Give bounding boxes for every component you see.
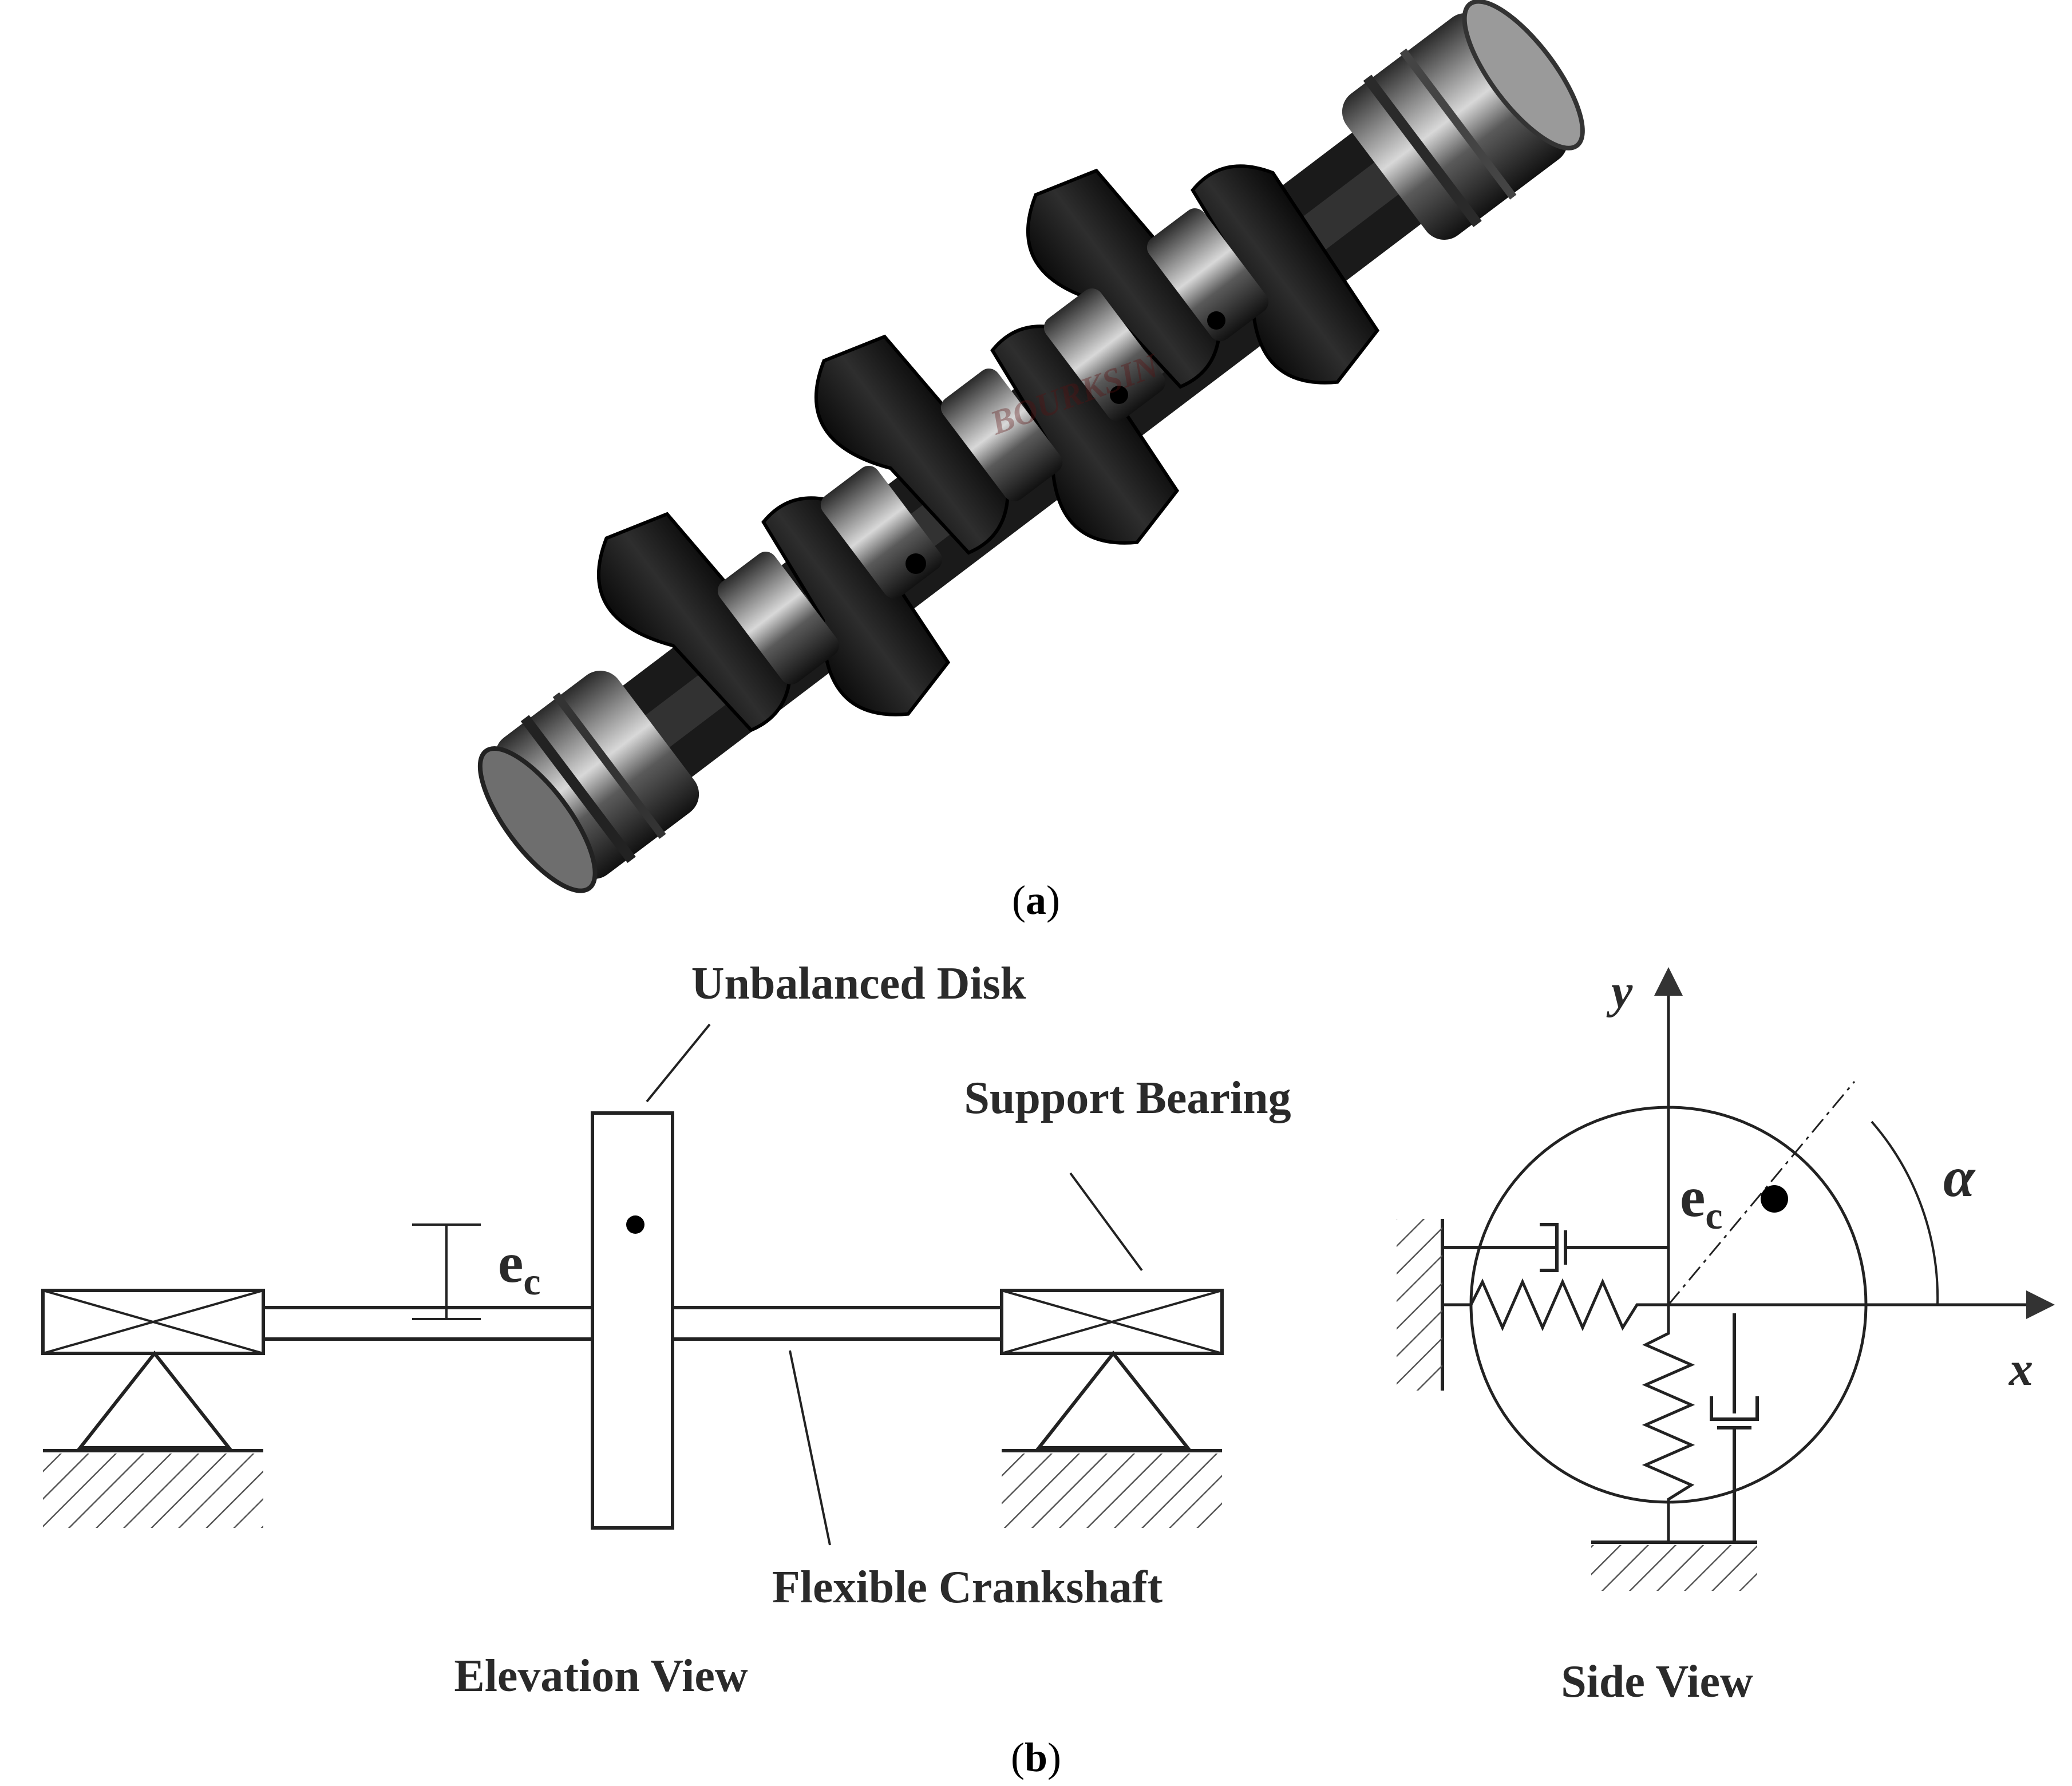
horizontal-spring xyxy=(1442,1278,1668,1332)
x-axis-label: x xyxy=(2008,1343,2033,1396)
crankshaft-left-end xyxy=(477,671,699,893)
horizontal-damper xyxy=(1442,1223,1668,1272)
unbalanced-disk xyxy=(591,1111,674,1530)
y-axis-label: y xyxy=(1606,965,1633,1018)
crank-journals xyxy=(717,208,1269,684)
vertical-damper xyxy=(1710,1313,1759,1542)
right-support-bearing xyxy=(1000,1289,1224,1528)
vertical-spring xyxy=(1642,1305,1695,1542)
side-view xyxy=(1397,967,2055,1591)
bearing-leader-line xyxy=(1069,1172,1143,1272)
shaft-label: Flexible Crankshaft xyxy=(772,1562,1163,1613)
crank-webs xyxy=(597,164,1380,732)
eccentricity-dimension xyxy=(412,1223,481,1320)
bearing-label: Support Bearing xyxy=(964,1073,1291,1123)
eccentric-radius-line xyxy=(1667,1081,1856,1305)
left-support-bearing xyxy=(41,1289,265,1528)
alpha-angle-label: α xyxy=(1943,1145,1976,1209)
caption-a: (a) xyxy=(1012,877,1060,923)
elevation-view-title: Elevation View xyxy=(454,1651,748,1701)
side-view-title: Side View xyxy=(1561,1657,1753,1707)
alpha-angle-arc xyxy=(1871,1120,1939,1305)
caption-b: (b) xyxy=(1011,1734,1061,1780)
disk-label: Unbalanced Disk xyxy=(691,959,1026,1009)
eccentricity-label-side: ec xyxy=(1680,1165,1723,1237)
shaft-leader-line xyxy=(789,1350,831,1546)
horizontal-wall xyxy=(1397,1219,1444,1391)
eccentricity-label-elevation: ec xyxy=(498,1231,541,1303)
crankshaft-photo: BOURKSIN xyxy=(477,0,1585,893)
eccentric-mass-dot xyxy=(1761,1185,1788,1213)
disk-leader-line xyxy=(646,1023,711,1103)
elevation-view xyxy=(41,1023,1224,1546)
crankshaft-right-end xyxy=(1342,0,1585,240)
vertical-ground xyxy=(1591,1541,1757,1591)
